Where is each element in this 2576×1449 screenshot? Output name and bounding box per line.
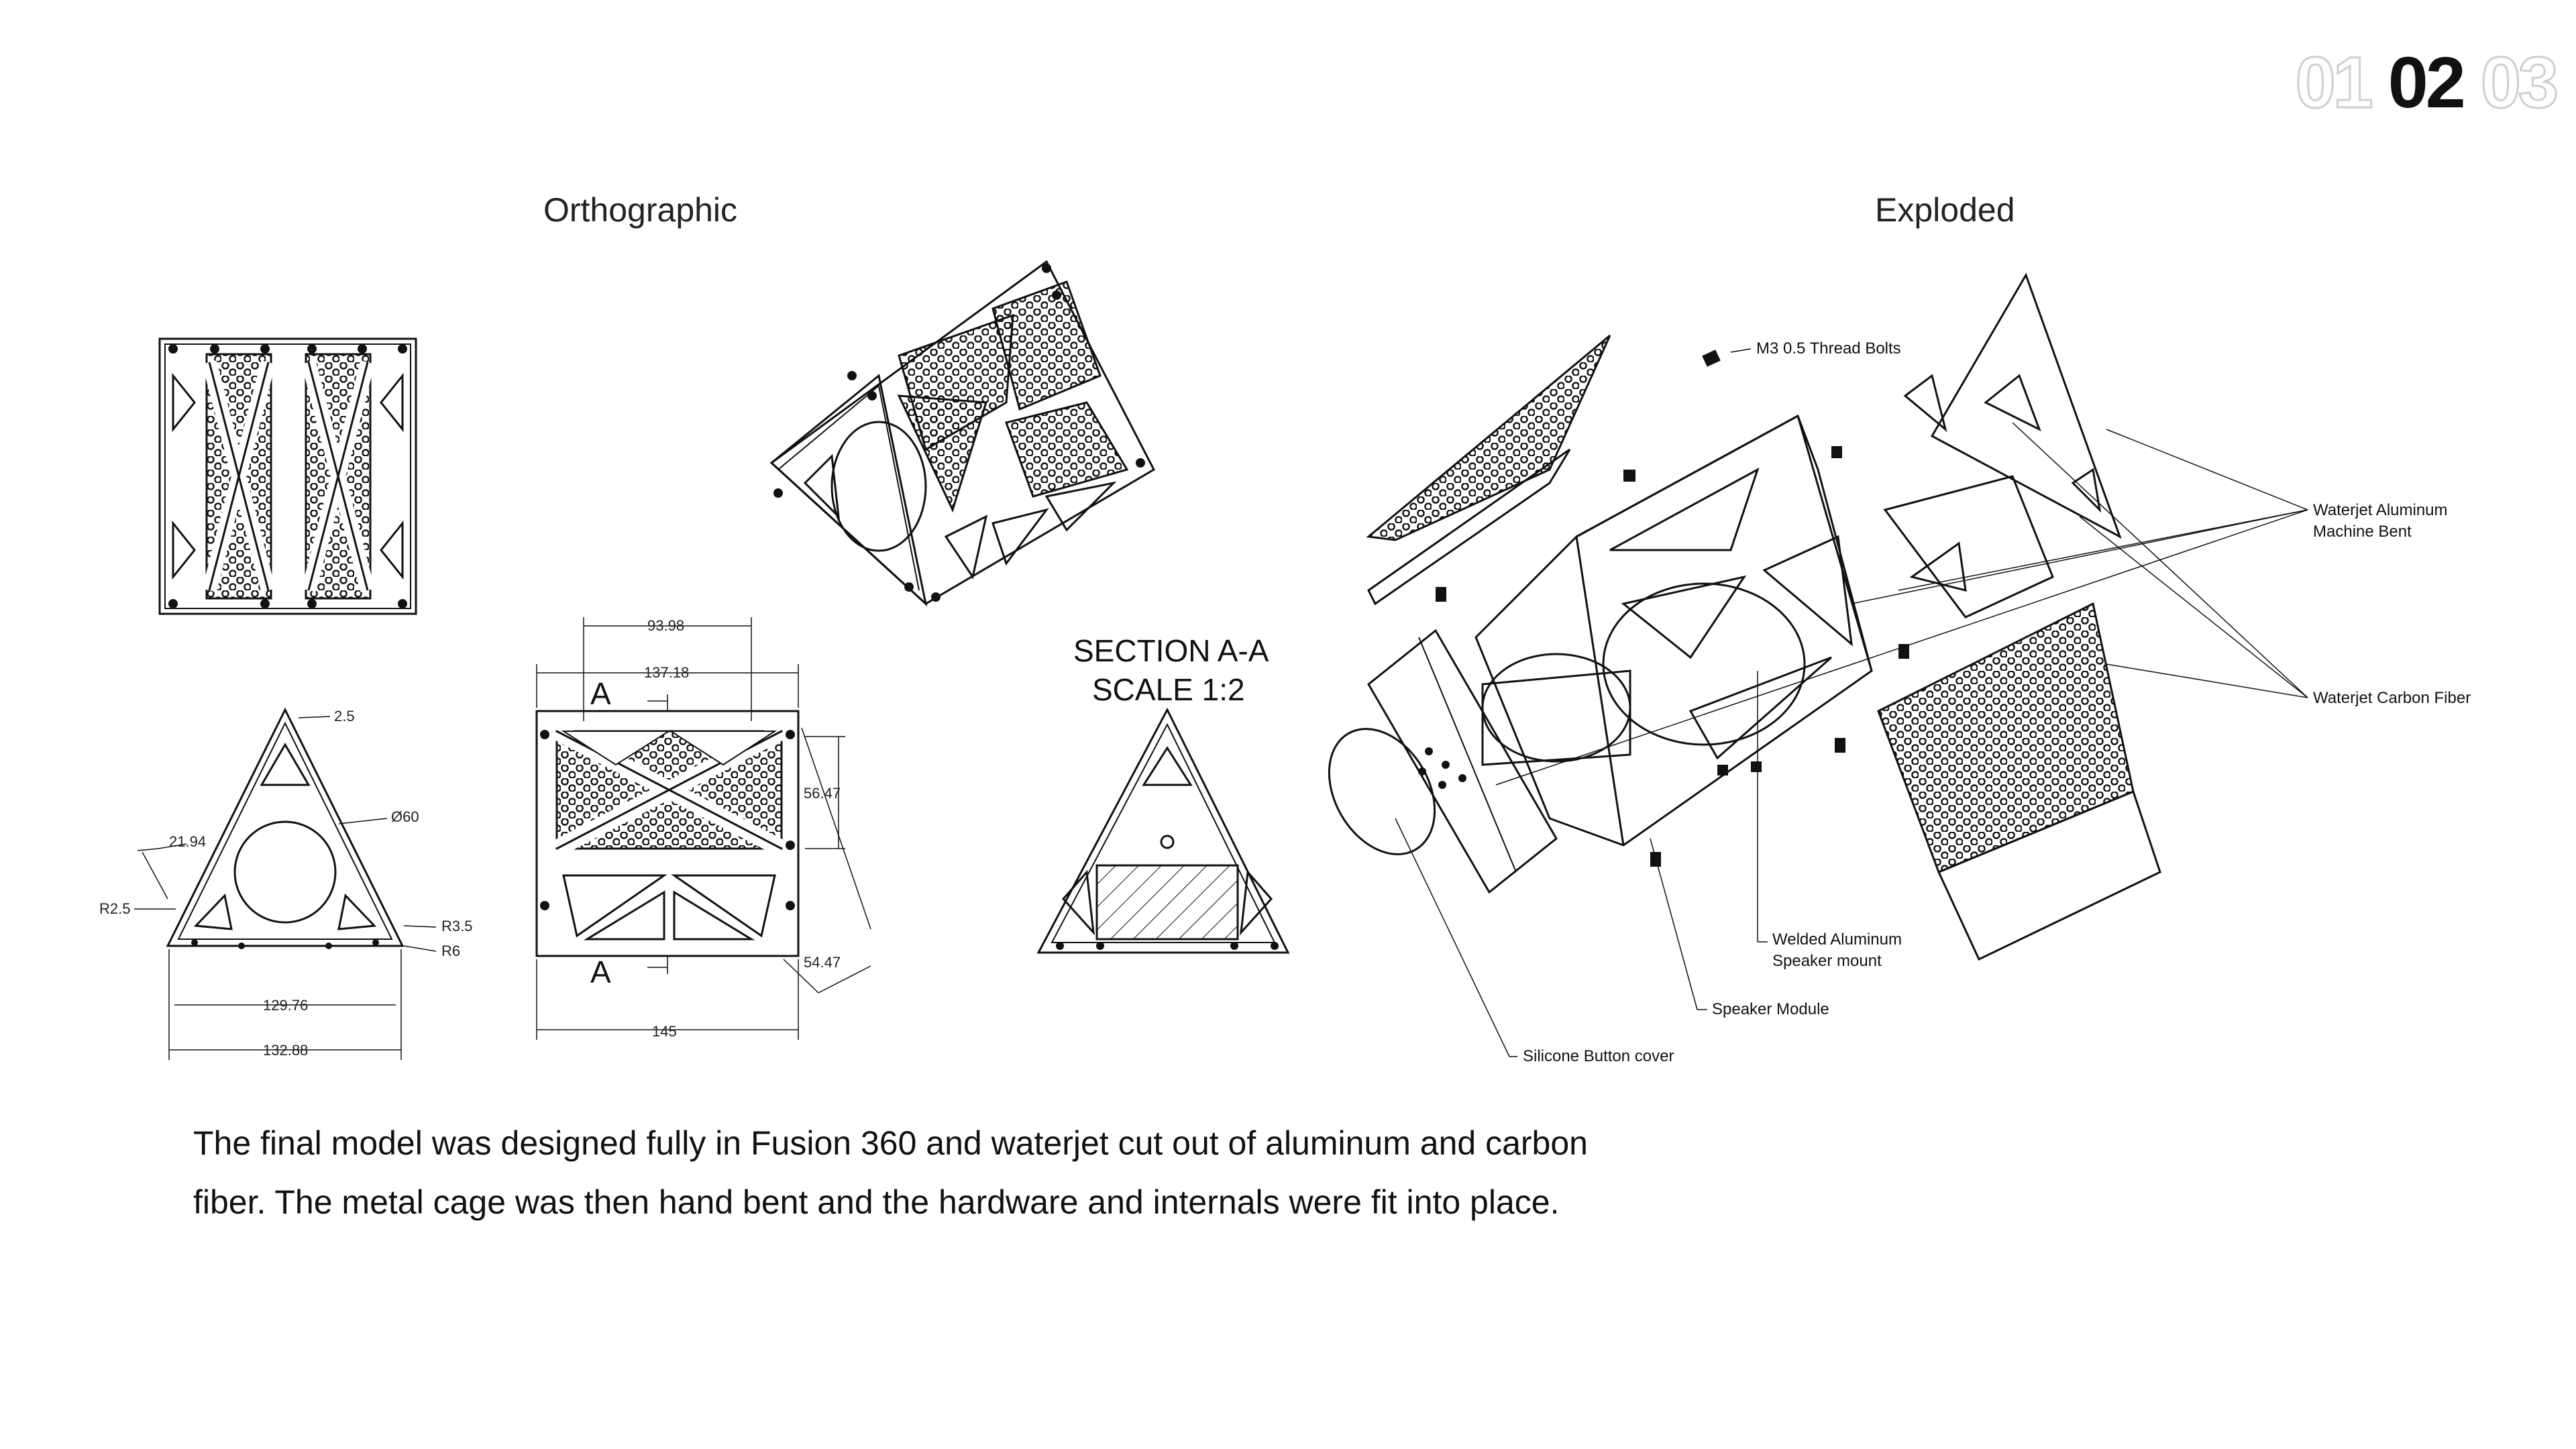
dim-edge: 2.5 bbox=[334, 708, 355, 724]
section-scale: SCALE 1:2 bbox=[1092, 672, 1245, 707]
section-view-drawing bbox=[1036, 707, 1290, 954]
dim-radius-large: R6 bbox=[441, 943, 460, 959]
dim-radius-small: R3.5 bbox=[441, 918, 472, 934]
dim-top-width: 93.98 bbox=[647, 617, 684, 634]
description-line-2: fiber. The metal cage was then hand bent… bbox=[193, 1183, 1560, 1221]
exploded-view-drawing bbox=[1328, 272, 2308, 1057]
callout-speaker-module: Speaker Module bbox=[1712, 1000, 1829, 1018]
exploded-title: Exploded bbox=[1875, 191, 2015, 229]
top-view-drawing bbox=[158, 337, 417, 615]
isometric-view-drawing bbox=[769, 260, 1155, 607]
callout-carbon-fiber: Waterjet Carbon Fiber bbox=[2313, 689, 2471, 707]
dim-inner-width: 129.76 bbox=[263, 997, 308, 1014]
dim-height: 56.47 bbox=[804, 785, 841, 802]
section-cut-label-bottom: A bbox=[590, 955, 611, 989]
page-number-3[interactable]: 03 bbox=[2479, 41, 2559, 124]
project-description: The final model was designed fully in Fu… bbox=[193, 1114, 1736, 1232]
page-indicator: 01 02 03 bbox=[2294, 40, 2559, 124]
front-view-drawing bbox=[535, 617, 871, 1040]
section-title: SECTION A-A bbox=[1073, 633, 1269, 668]
dim-top-width-2: 137.18 bbox=[644, 664, 689, 681]
callout-thread-bolts: M3 0.5 Thread Bolts bbox=[1756, 339, 1901, 358]
dim-width: 145 bbox=[652, 1023, 677, 1040]
callout-aluminum-line1: Waterjet Aluminum bbox=[2313, 501, 2448, 519]
triangle-side-view-drawing bbox=[134, 707, 437, 1060]
dim-radius-left: R2.5 bbox=[99, 900, 130, 917]
page-number-2-current[interactable]: 02 bbox=[2387, 42, 2466, 123]
callout-aluminum-line2: Machine Bent bbox=[2313, 523, 2412, 541]
callout-welded-line2: Speaker mount bbox=[1772, 952, 1882, 970]
section-cut-label-top: A bbox=[590, 676, 611, 711]
dim-outer-width: 132.88 bbox=[263, 1042, 308, 1059]
callout-welded-line1: Welded Aluminum bbox=[1772, 930, 1902, 949]
dim-diagonal: 54.47 bbox=[804, 954, 841, 971]
dim-hole: Ø60 bbox=[391, 808, 419, 825]
callout-silicone-cover: Silicone Button cover bbox=[1523, 1047, 1674, 1065]
page-number-1[interactable]: 01 bbox=[2294, 41, 2374, 124]
dim-side: 21.94 bbox=[169, 833, 206, 850]
description-line-1: The final model was designed fully in Fu… bbox=[193, 1124, 1588, 1162]
orthographic-title: Orthographic bbox=[543, 191, 738, 229]
